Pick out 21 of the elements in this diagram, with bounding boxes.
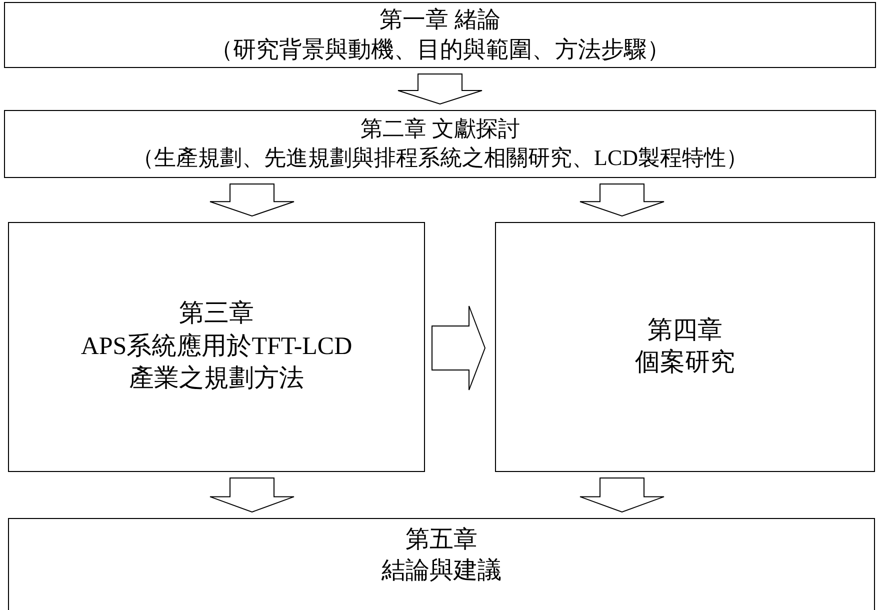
block-arrow	[210, 184, 294, 217]
chapter-heading: 第五章	[406, 526, 478, 555]
process-box	[495, 222, 875, 472]
process-box	[8, 222, 425, 472]
block-arrow	[398, 74, 482, 105]
block-arrow	[580, 478, 664, 513]
chapter-description: （研究背景與動機、目的與範圍、方法步驟）	[210, 36, 670, 64]
chapter-heading: 第一章 緒論	[380, 6, 500, 34]
chapter-description: 結論與建議	[382, 556, 502, 586]
chapter-heading: 第四章	[648, 316, 722, 346]
chapter-description: 個案研究	[635, 348, 735, 378]
chapter-heading: 第三章	[179, 299, 254, 330]
block-arrow	[432, 306, 486, 390]
process-box	[4, 110, 876, 178]
block-arrow	[580, 184, 664, 217]
chapter-description: APS系統應用於TFT-LCD產業之規劃方法	[80, 332, 354, 394]
chapter-heading: 第二章 文獻探討	[360, 115, 520, 144]
block-arrow	[210, 478, 294, 513]
chapter-description: （生產規劃、先進規劃與排程系統之相關研究、LCD製程特性）	[132, 144, 748, 172]
process-box	[8, 518, 875, 610]
process-box	[4, 2, 876, 68]
